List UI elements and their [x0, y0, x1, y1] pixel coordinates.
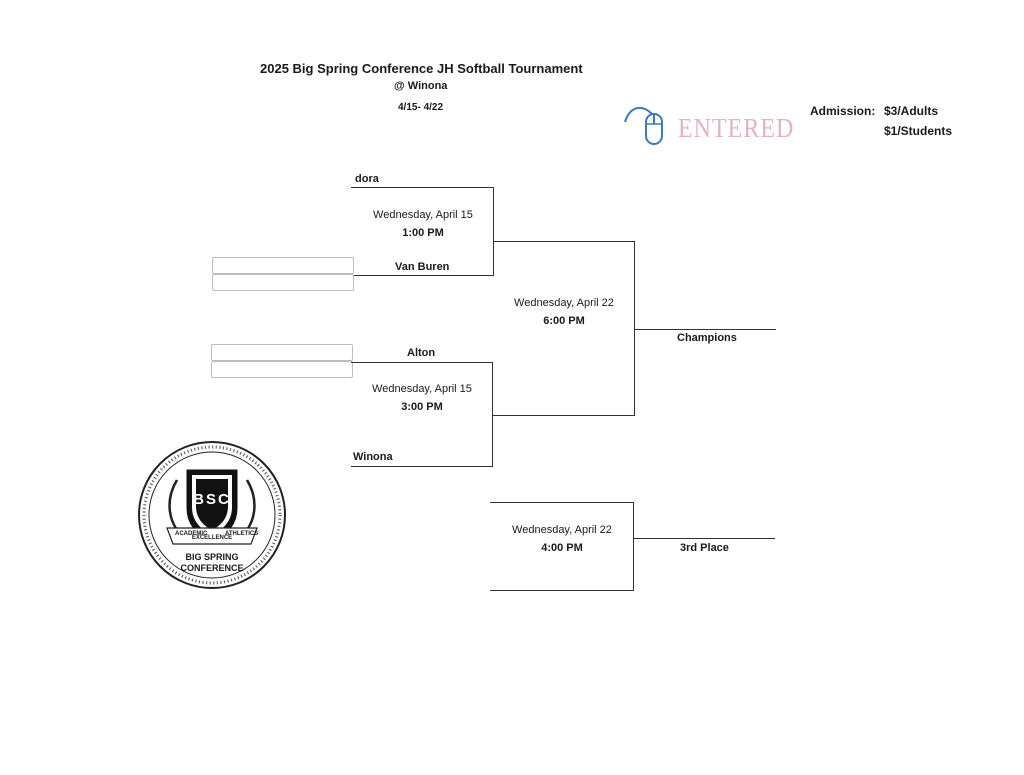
final-time: 6:00 PM — [543, 315, 585, 327]
final-date: Wednesday, April 22 — [514, 297, 614, 309]
bracket-line — [493, 241, 635, 242]
game1-date: Wednesday, April 15 — [373, 209, 473, 221]
bracket-line — [351, 362, 493, 363]
page-title: 2025 Big Spring Conference JH Softball T… — [260, 61, 583, 76]
tournament-location: @ Winona — [394, 80, 448, 92]
third-info: Wednesday, April 22 4:00 PM — [492, 521, 632, 557]
team-alton: Alton — [407, 347, 436, 359]
admission-students: $1/Students — [884, 124, 953, 138]
bracket-line — [492, 415, 635, 416]
bracket-line — [490, 502, 634, 503]
bracket-line — [351, 187, 494, 188]
champions-label: Champions — [677, 332, 737, 344]
team-dora: dora — [355, 173, 379, 185]
seal-banner-right: ATHLETICS — [225, 531, 259, 537]
game2-date: Wednesday, April 15 — [372, 383, 472, 395]
empty-team-slot — [211, 344, 353, 361]
seal-emblem-icon — [138, 441, 286, 589]
third-time: 4:00 PM — [541, 542, 583, 554]
bracket-line — [490, 590, 634, 591]
bracket-line — [493, 187, 494, 276]
team-van-buren: Van Buren — [395, 261, 450, 273]
third-place-label: 3rd Place — [680, 542, 729, 554]
seal-name-line1: BIG SPRING — [185, 552, 239, 562]
entered-stamp: ENTERED — [678, 113, 795, 144]
empty-team-slot — [212, 274, 354, 291]
bracket-line — [492, 362, 493, 467]
game2-info: Wednesday, April 15 3:00 PM — [352, 380, 492, 416]
game1-info: Wednesday, April 15 1:00 PM — [353, 206, 493, 242]
seal-initials: BSC — [193, 491, 231, 508]
empty-team-slot — [212, 257, 354, 274]
seal-banner-center: EXCELLENCE — [191, 535, 233, 541]
admission-adults: $3/Adults — [884, 104, 939, 118]
admission-label: Admission: — [810, 104, 876, 118]
seal-banner-left: ACADEMIC — [175, 531, 208, 537]
bracket-line — [633, 502, 634, 591]
mouse-icon — [624, 106, 663, 145]
empty-team-slot — [211, 361, 353, 378]
game1-time: 1:00 PM — [402, 227, 444, 239]
bracket-line — [634, 241, 635, 416]
conference-seal: BSC ACADEMIC EXCELLENCE ATHLETICS BIG SP… — [137, 440, 287, 590]
bracket-line — [633, 538, 775, 539]
tournament-dates: 4/15- 4/22 — [398, 102, 444, 113]
team-winona: Winona — [353, 451, 393, 463]
bracket-line — [351, 466, 493, 467]
seal-name-line2: CONFERENCE — [180, 563, 244, 573]
bracket-line — [351, 275, 494, 276]
third-date: Wednesday, April 22 — [512, 524, 612, 536]
final-info: Wednesday, April 22 6:00 PM — [494, 294, 634, 330]
game2-time: 3:00 PM — [401, 401, 443, 413]
bracket-line — [634, 329, 776, 330]
